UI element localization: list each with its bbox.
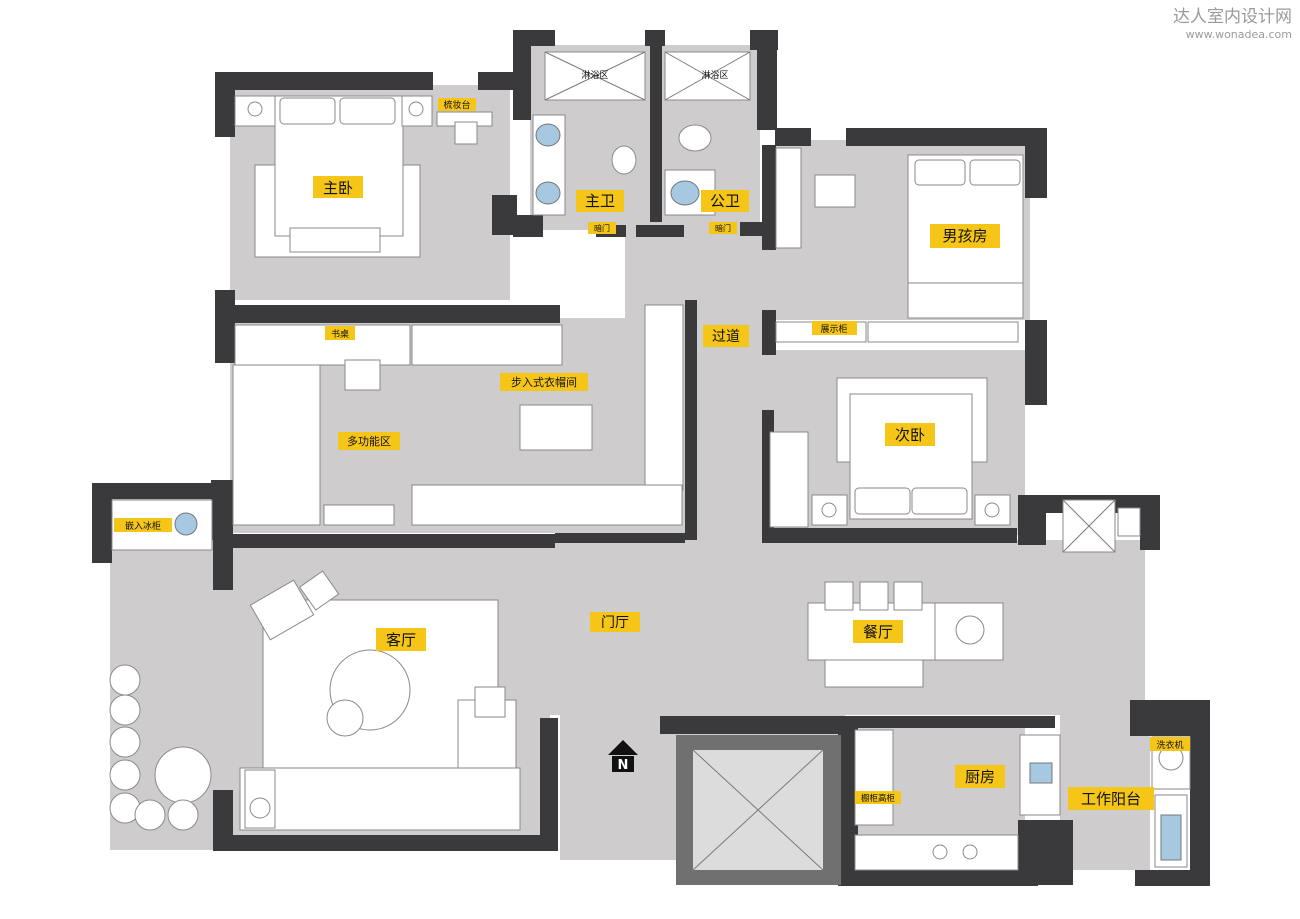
kitchen-furniture <box>854 729 1061 871</box>
living-room-furniture <box>109 499 521 831</box>
second-bed <box>769 377 1011 528</box>
label-master-bedroom: 主卧 <box>323 179 353 197</box>
label-utility-balcony: 工作阳台 <box>1081 790 1141 808</box>
utility-balcony-furniture <box>1062 499 1191 868</box>
dining-furniture <box>807 581 1004 688</box>
walls <box>92 30 1210 886</box>
label-washer: 洗衣机 <box>1156 739 1183 751</box>
label-built-in-fridge: 嵌入冰柜 <box>125 520 161 532</box>
label-dining-room: 餐厅 <box>863 623 893 641</box>
watermark-url: www.wonadea.com <box>1186 28 1292 41</box>
boys-room-furniture <box>775 147 1024 343</box>
label-hidden-door-1: 暗门 <box>594 223 610 233</box>
label-public-bath: 公卫 <box>710 192 740 210</box>
shrubs <box>109 664 199 831</box>
label-foyer: 门厅 <box>601 615 629 631</box>
multi-room-furniture <box>232 304 684 526</box>
elevator-shaft <box>676 735 841 885</box>
watermark: 达人室内设计网 www.wonadea.com <box>1173 7 1292 41</box>
label-master-bath: 主卫 <box>585 192 615 210</box>
watermark-title: 达人室内设计网 <box>1173 7 1292 27</box>
label-display-cabinet: 展示柜 <box>820 323 847 335</box>
label-tall-cabinet: 橱柜高柜 <box>861 793 896 804</box>
bath-fixtures <box>532 51 751 216</box>
label-second-bedroom: 次卧 <box>895 426 925 444</box>
label-desk: 书桌 <box>331 328 349 340</box>
room-labels: 主卧 梳妆台 淋浴区 淋浴区 主卫 公卫 暗门 暗门 男孩房 展示柜 过道 书桌… <box>114 69 1190 810</box>
north-arrow: N <box>608 740 638 773</box>
label-corridor: 过道 <box>712 329 740 345</box>
label-shower-1: 淋浴区 <box>581 69 608 81</box>
north-symbol: N <box>618 758 629 773</box>
label-vanity: 梳妆台 <box>443 99 470 111</box>
label-hidden-door-2: 暗门 <box>715 223 731 233</box>
label-living-room: 客厅 <box>386 631 416 649</box>
label-kitchen: 厨房 <box>965 768 995 786</box>
label-multi-room: 多功能区 <box>347 434 391 448</box>
label-shower-2: 淋浴区 <box>701 69 728 81</box>
label-walk-in-closet: 步入式衣帽间 <box>511 375 577 389</box>
label-boys-room: 男孩房 <box>942 227 987 245</box>
